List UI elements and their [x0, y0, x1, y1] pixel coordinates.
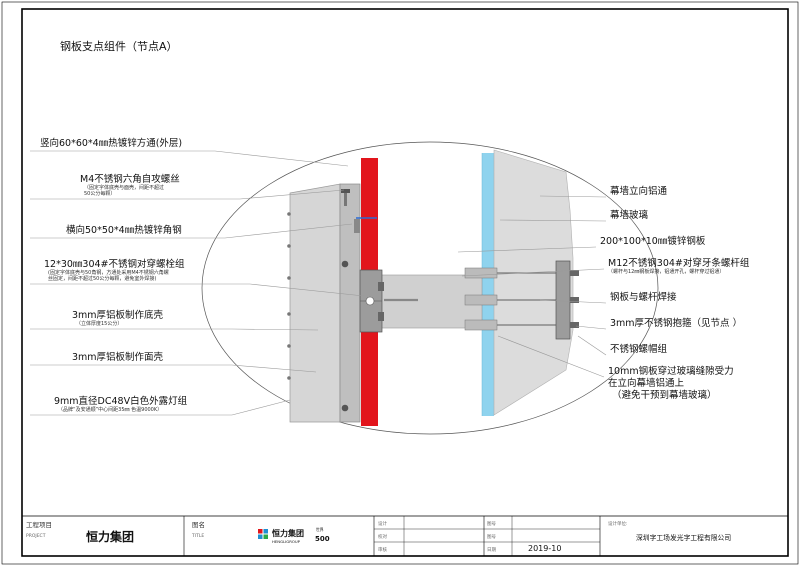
hengli-logo: 恒力集团 HENGLIGROUP 世界 500 [258, 527, 330, 544]
left-labels: 竖向60*60*4㎜热镀锌方通(外层) M4不锈钢六角自攻螺丝（固定字体底壳与面壳… [30, 137, 365, 416]
right-callout: 不锈钢螺帽组 [577, 335, 668, 356]
callout-label: 竖向60*60*4㎜热镀锌方通(外层) [40, 137, 182, 149]
project-value: 恒力集团 [86, 529, 134, 544]
leader-line [499, 219, 607, 222]
callout-note: (固定字体底壳与50角钢，方通处采用M4不锈钢六角螺 [48, 269, 169, 276]
left-callout: 横向50*50*4㎜热镀锌角钢 [30, 223, 353, 239]
callout-label: 9mm直径DC48V白色外露灯组 [54, 395, 188, 407]
leader-line [249, 283, 365, 297]
design-unit: 深圳字工场发光字工程有限公司 [636, 533, 731, 542]
leader-line [461, 268, 605, 277]
callout-label: M12不锈钢304#对穿牙条螺杆组 [608, 257, 750, 269]
right-callout: 3mm厚不锈钢抱箍（见节点 ） [575, 317, 742, 330]
mid-row-1: 图号 [487, 521, 496, 527]
left-callout: 3mm厚铝板制作面壳 [30, 351, 317, 373]
inner-border [21, 8, 789, 557]
row-review: 审核 [378, 546, 387, 553]
logo-badge-top: 世界 [316, 527, 324, 532]
left-callout: 9mm直径DC48V白色外露灯组（品牌“及安通顺”中心间距35㎜ 色温9000K… [30, 395, 291, 416]
callout-label: 3mm厚铝板制作面壳 [72, 351, 164, 363]
callout-label: M4不锈钢六角自攻螺丝 [80, 173, 180, 185]
callout-label: 10mm钢板穿过玻璃缝隙受力 [608, 365, 734, 377]
right-callout: 钢板与螺杆焊接 [539, 291, 677, 304]
curtain-mullion [493, 149, 574, 416]
right-callout: 幕墙玻璃 [499, 209, 648, 222]
callout-label: 200*100*10㎜镀锌钢板 [600, 235, 706, 247]
callout-label: 横向50*50*4㎜热镀锌角钢 [66, 224, 182, 236]
right-callout: 200*100*10㎜镀锌钢板 [457, 235, 706, 253]
face-shell-panel [289, 183, 341, 423]
callout-label: 幕墙立向铝通 [610, 185, 668, 197]
callout-note: （立体厚度15公分） [76, 320, 122, 327]
right-callout: M12不锈钢304#对穿牙条螺杆组（螺杆与12㎜钢板焊接，铝通开孔，螺杆穿过铝通… [461, 257, 750, 277]
project-label-en: PROJECT [26, 533, 46, 539]
leader-line [231, 364, 317, 373]
drawing-title: 钢板支点组件（节点A） [60, 39, 178, 53]
logo-mark-icon [258, 529, 263, 534]
left-callout: 12*30㎜304#不锈钢对穿螺栓组(固定字体底壳与50角钢，方通处采用M4不锈… [30, 258, 365, 297]
self-tapping-screw [341, 189, 350, 206]
leader-line [457, 246, 597, 253]
callout-note: （避免干预到幕墙玻璃） [612, 389, 717, 401]
leader-line [497, 335, 605, 378]
date-value: 2019-10 [528, 544, 561, 553]
callout-note: （品牌“及安通顺”中心间距35㎜ 色温9000K） [58, 406, 162, 413]
callout-note: 在立向幕墙铝通上 [608, 377, 685, 389]
mid-row-2: 图号 [487, 534, 496, 540]
title-label-en: TITLE [191, 533, 204, 539]
mid-row-3: 日期 [487, 547, 496, 553]
curtain-glass [482, 153, 494, 416]
leader-line [224, 223, 353, 239]
leader-line [539, 195, 607, 198]
leader-line [539, 299, 607, 304]
detail-drawing [201, 141, 659, 435]
through-bolt [365, 296, 375, 306]
left-callout: M4不锈钢六角自攻螺丝（固定字体底壳与面壳，间距不超过50公分每颗） [30, 173, 345, 200]
leader-line [575, 325, 607, 330]
left-callout: 竖向60*60*4㎜热镀锌方通(外层) [30, 137, 349, 167]
callout-label: 3mm厚不锈钢抱箍（见节点 ） [610, 317, 742, 329]
title-label: 图名 [192, 520, 205, 529]
leader-line [231, 399, 291, 416]
callout-note: （螺杆与12㎜钢板焊接，铝通开孔，螺杆穿过铝通） [608, 268, 724, 275]
title-block: 工程项目 PROJECT 恒力集团 图名 TITLE 恒力集团 HENGLIGR… [22, 515, 788, 556]
callout-label: 钢板与螺杆焊接 [610, 291, 677, 303]
callout-label: 不锈钢螺帽组 [610, 343, 668, 355]
nut-group [570, 270, 579, 328]
right-callout: 幕墙立向铝通 [539, 185, 668, 198]
callout-label: 幕墙玻璃 [610, 209, 648, 221]
logo-en: HENGLIGROUP [272, 539, 301, 544]
leader-line [214, 150, 349, 167]
stainless-hoop [555, 260, 571, 340]
row-check: 校对 [378, 533, 387, 540]
design-unit-label: 设计单位: [608, 520, 628, 527]
project-label: 工程项目 [26, 520, 52, 529]
left-callout: 3mm厚铝板制作底壳（立体厚度15公分） [30, 309, 319, 331]
leader-line [239, 189, 345, 200]
callout-note: 50公分每颗） [84, 190, 115, 197]
logo-cn: 恒力集团 [272, 528, 304, 538]
leader-line [577, 335, 607, 356]
light-dots [287, 212, 349, 412]
angle-steel-leg [354, 219, 360, 233]
callout-label: 3mm厚铝板制作底壳 [72, 309, 164, 321]
callout-label: 12*30㎜304#不锈钢对穿螺栓组 [44, 258, 185, 270]
logo-badge-num: 500 [315, 535, 330, 543]
leader-line [231, 328, 319, 331]
row-design: 设计 [378, 520, 387, 527]
detail-circle [201, 141, 659, 435]
callout-note: 丝固定，间距不超过50公分每颗，避免室外焊接) [48, 275, 156, 282]
callout-note: （固定字体底壳与面壳，间距不超过 [84, 184, 164, 191]
